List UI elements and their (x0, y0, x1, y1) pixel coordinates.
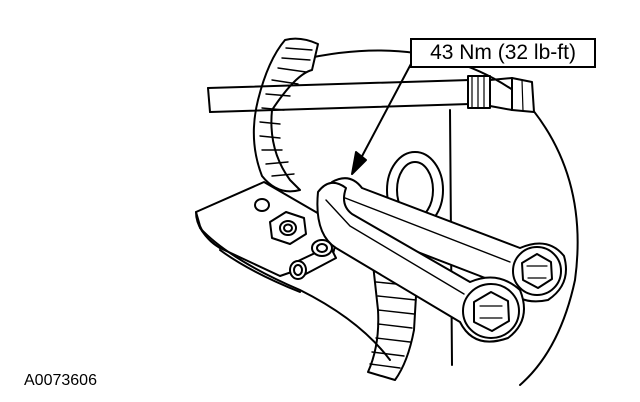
corrugated-tube-upper (252, 37, 319, 193)
fuel-line (207, 75, 535, 113)
bracket-plate (195, 181, 391, 361)
callout-leader (351, 61, 413, 175)
torque-value: 43 Nm (32 lb-ft) (430, 41, 576, 64)
stud-bolt (289, 239, 337, 280)
figure-id: A0073606 (24, 372, 97, 389)
torque-callout: 43 Nm (32 lb-ft) (410, 38, 596, 68)
wrench-lower (316, 181, 525, 343)
